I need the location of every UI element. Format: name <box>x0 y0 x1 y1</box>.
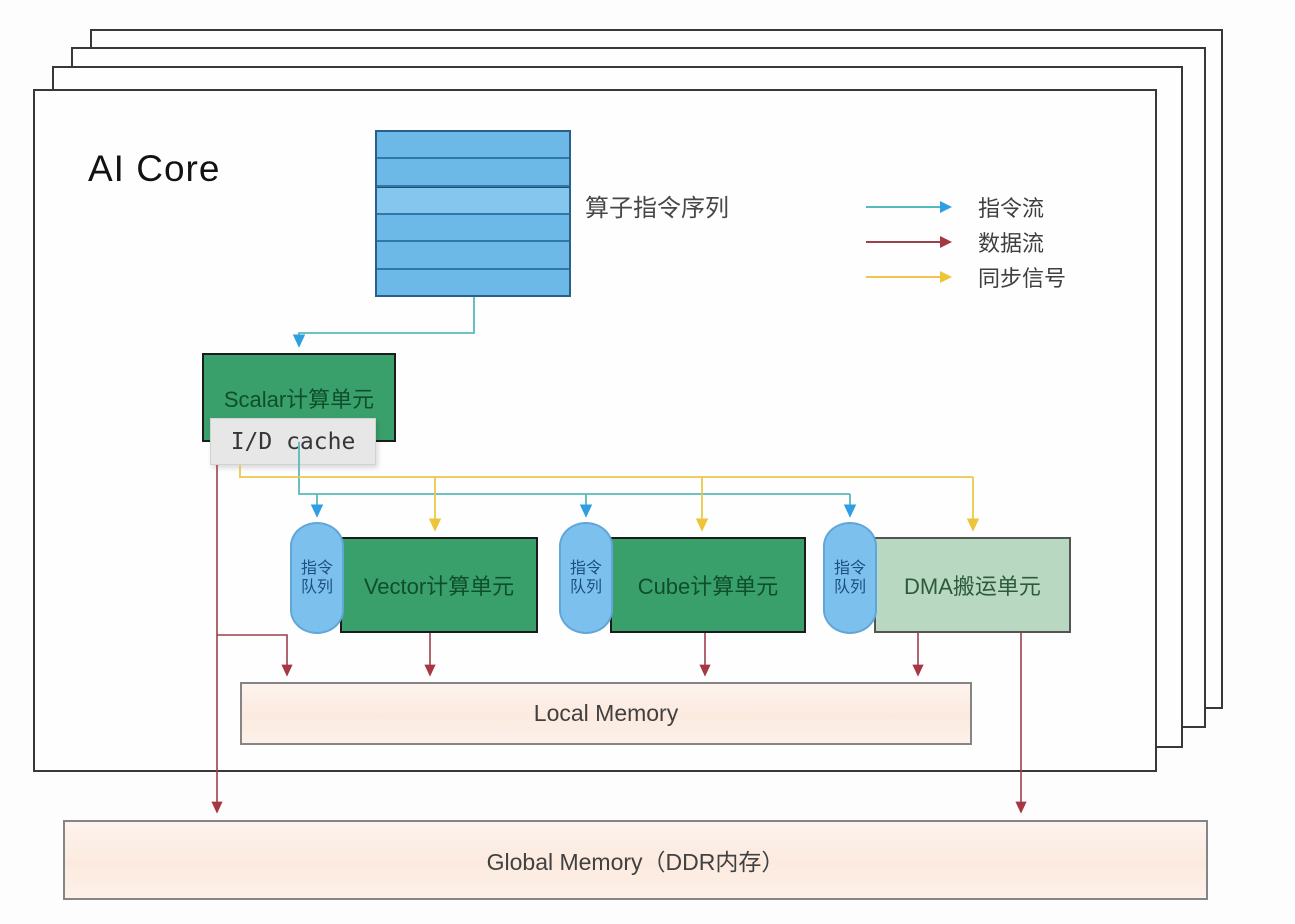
legend-data-flow: 数据流 <box>866 230 1044 256</box>
vector-unit-label: Vector计算单元 <box>363 574 515 599</box>
instruction-queue-cylinder: 指令 队列 <box>559 522 613 634</box>
legend-label: 同步信号 <box>978 266 1067 291</box>
page-title: AI Core <box>88 148 221 189</box>
sync-signal-line-icon <box>866 276 940 278</box>
queue-row <box>377 159 569 187</box>
operator-instruction-sequence-box <box>375 130 571 297</box>
instruction-queue-label-line1: 指令 <box>569 559 602 577</box>
dma-unit-label: DMA搬运单元 <box>904 574 1041 599</box>
queue-row <box>377 214 569 243</box>
data-flow-line-icon <box>866 241 940 243</box>
legend-instruction-flow: 指令流 <box>866 195 1044 221</box>
cube-compute-unit: Cube计算单元 <box>610 537 806 633</box>
global-memory-label: Global Memory（DDR内存） <box>486 849 785 875</box>
instruction-queue-label-line2: 队列 <box>300 579 333 596</box>
instruction-queue-cylinder: 指令 队列 <box>823 522 877 634</box>
global-memory-box: Global Memory（DDR内存） <box>63 820 1208 900</box>
instruction-queue-cylinder: 指令 队列 <box>290 522 344 634</box>
cube-unit-label: Cube计算单元 <box>637 574 779 599</box>
local-memory-box: Local Memory <box>240 682 972 745</box>
data-flow-arrow-icon <box>940 236 952 248</box>
queue-row <box>377 132 569 160</box>
instruction-queue-label-line2: 队列 <box>569 579 602 596</box>
vector-compute-unit: Vector计算单元 <box>340 537 538 633</box>
queue-row <box>377 269 569 295</box>
dma-transfer-unit: DMA搬运单元 <box>874 537 1071 633</box>
legend-label: 数据流 <box>978 231 1045 256</box>
instruction-flow-arrow-icon <box>940 201 952 213</box>
instruction-queue-label-line1: 指令 <box>300 559 333 577</box>
id-cache-label: I/D cache <box>230 428 356 455</box>
queue-row <box>377 186 569 215</box>
operator-instruction-sequence-label: 算子指令序列 <box>585 195 729 222</box>
local-memory-label: Local Memory <box>533 700 679 726</box>
instruction-queue-label-line2: 队列 <box>833 579 866 596</box>
instruction-flow-line-icon <box>866 206 940 208</box>
id-cache-box: I/D cache <box>210 418 376 465</box>
legend-label: 指令流 <box>978 196 1045 221</box>
queue-row <box>377 242 569 270</box>
scalar-unit-label: Scalar计算单元 <box>223 386 375 412</box>
instruction-queue-label-line1: 指令 <box>833 559 866 577</box>
sync-signal-arrow-icon <box>940 271 952 283</box>
legend-sync-signal: 同步信号 <box>866 265 1066 291</box>
